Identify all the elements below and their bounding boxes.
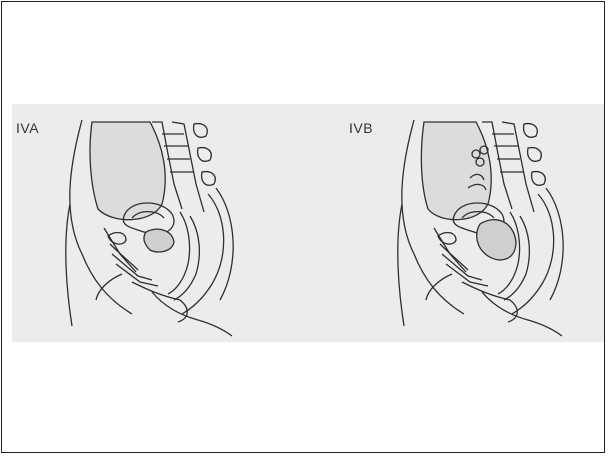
pelvis-illustration-ivb [330,104,580,342]
spine-back [172,122,204,212]
leg-contour [482,292,562,336]
leg-contour [152,292,232,336]
vertebral-body [532,172,546,186]
cavity-shading [421,122,491,220]
sacrum [182,194,224,314]
vaginal-line-2 [110,244,138,270]
perineum [462,282,517,322]
vertebral-body [198,148,212,162]
labia [426,274,452,300]
illustration-panel-iva: IVA [12,104,262,342]
illustration-panel-ivb: IVB [330,104,580,342]
sacrum-outer [216,188,233,300]
perineum [132,282,187,322]
vaginal-line [104,228,136,272]
vertebral-body [524,124,538,138]
tumour-area [477,220,516,260]
outer-contour [398,204,404,326]
sacrum-outer [546,188,563,300]
vaginal-line [434,228,466,272]
tumour-area [144,229,174,252]
vertebral-body [194,124,208,138]
pelvis-illustration-iva [12,104,262,342]
vaginal-line-2 [440,244,468,270]
vertebral-body [202,172,216,186]
sacrum [512,194,554,314]
vertebral-body [528,148,542,162]
rectum [168,212,190,294]
outer-contour [66,204,72,326]
spine-back [502,122,534,212]
cavity-shading [90,122,165,220]
